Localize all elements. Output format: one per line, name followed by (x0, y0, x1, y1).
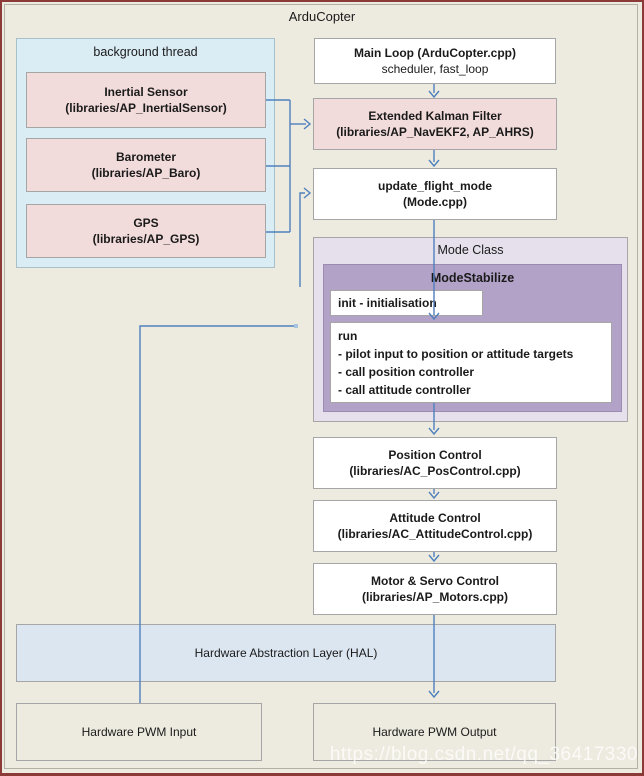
main-loop-title: Main Loop (ArduCopter.cpp) (354, 46, 516, 60)
init-label: init - initialisation (338, 296, 437, 310)
attitude-control-title: Attitude Control (389, 511, 481, 525)
diagram-title: ArduCopter (288, 9, 356, 24)
node-attitude-control: Attitude Control (libraries/AC_AttitudeC… (313, 500, 557, 552)
mode-stabilize-title: ModeStabilize (430, 271, 515, 285)
node-gps: GPS (libraries/AP_GPS) (26, 204, 266, 258)
diagram-outer-container (4, 4, 638, 769)
node-motor-servo-control: Motor & Servo Control (libraries/AP_Moto… (313, 563, 557, 615)
pwm-input-label: Hardware PWM Input (81, 725, 197, 739)
update-flight-mode-title: update_flight_mode (377, 179, 492, 193)
motor-servo-subtitle: (libraries/AP_Motors.cpp) (361, 590, 509, 604)
node-update-flight-mode: update_flight_mode (Mode.cpp) (313, 168, 557, 220)
node-run: run - pilot input to position or attitud… (330, 322, 612, 403)
run-item: - call attitude controller (338, 382, 471, 397)
update-flight-mode-subtitle: (Mode.cpp) (403, 195, 467, 209)
barometer-title: Barometer (115, 150, 177, 164)
node-barometer: Barometer (libraries/AP_Baro) (26, 138, 266, 192)
run-item: - pilot input to position or attitude ta… (338, 346, 574, 361)
node-pwm-output: Hardware PWM Output (313, 703, 556, 761)
node-ekf: Extended Kalman Filter (libraries/AP_Nav… (313, 98, 557, 150)
node-main-loop: Main Loop (ArduCopter.cpp) scheduler, fa… (314, 38, 556, 84)
attitude-control-subtitle: (libraries/AC_AttitudeControl.cpp) (337, 527, 533, 541)
inertial-sensor-subtitle: (libraries/AP_InertialSensor) (65, 101, 227, 115)
inertial-sensor-title: Inertial Sensor (104, 85, 188, 99)
node-init: init - initialisation (330, 290, 483, 316)
hal-label: Hardware Abstraction Layer (HAL) (194, 646, 378, 660)
barometer-subtitle: (libraries/AP_Baro) (91, 166, 201, 180)
run-item: - call position controller (338, 364, 475, 379)
node-inertial-sensor: Inertial Sensor (libraries/AP_InertialSe… (26, 72, 266, 128)
node-hal: Hardware Abstraction Layer (HAL) (16, 624, 556, 682)
ekf-title: Extended Kalman Filter (368, 109, 502, 123)
node-pwm-input: Hardware PWM Input (16, 703, 262, 761)
ekf-subtitle: (libraries/AP_NavEKF2, AP_AHRS) (336, 125, 534, 139)
gps-title: GPS (133, 216, 159, 230)
gps-subtitle: (libraries/AP_GPS) (92, 232, 200, 246)
run-title: run (338, 328, 358, 343)
node-position-control: Position Control (libraries/AC_PosContro… (313, 437, 557, 489)
position-control-subtitle: (libraries/AC_PosControl.cpp) (349, 464, 521, 478)
position-control-title: Position Control (388, 448, 482, 462)
mode-class-label: Mode Class (437, 243, 504, 257)
pwm-output-label: Hardware PWM Output (372, 725, 497, 739)
main-loop-subtitle: scheduler, fast_loop (381, 62, 489, 76)
motor-servo-title: Motor & Servo Control (371, 574, 499, 588)
background-thread-label: background thread (93, 45, 198, 59)
csdn-watermark: https://blog.csdn.net/qq_36417330 (329, 744, 638, 765)
